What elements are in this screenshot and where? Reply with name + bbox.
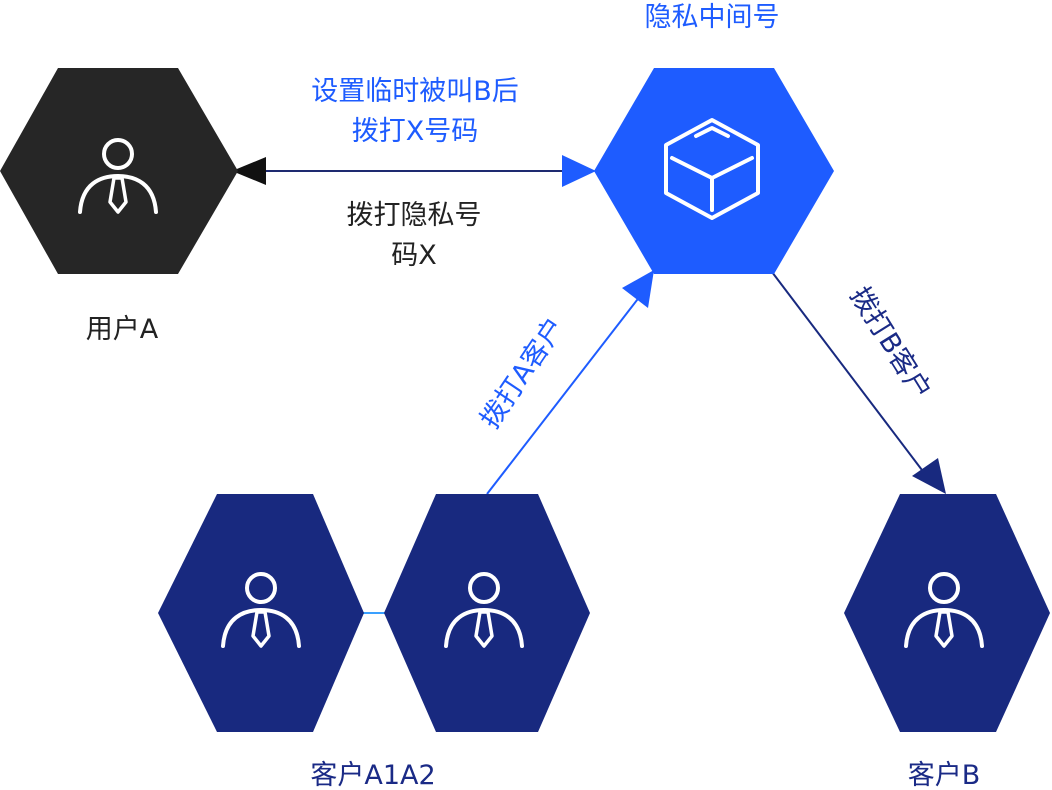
dial-customer-a-label: 拨打A客户 (475, 312, 571, 434)
set-and-dial-line2: 拨打X号码 (352, 116, 479, 147)
user-a-label: 用户A (86, 314, 159, 345)
customer-b-label: 客户B (908, 760, 981, 790)
cube-icon (664, 118, 760, 220)
dial-customer-b-label: 拨打B客户 (844, 282, 937, 406)
set-and-dial-line1: 设置临时被叫B后 (311, 76, 519, 107)
customer-a2-node[interactable] (384, 494, 590, 732)
dial-privacy-line2: 码X (391, 240, 437, 271)
arrowhead-customer-a-to-hub (622, 270, 654, 308)
customer-a-label: 客户A1A2 (310, 760, 435, 790)
customer-a1-node[interactable] (158, 494, 364, 732)
edge-hub-to-customer-b-line (771, 271, 929, 479)
privacy-hub-node[interactable] (594, 68, 834, 274)
arrowhead-to-hub (562, 155, 596, 187)
privacy-hub-hexagon (594, 68, 834, 274)
privacy-hub-label: 隐私中间号 (645, 2, 780, 33)
user-a-hexagon (0, 68, 238, 274)
edge-customer-a-to-hub-line (486, 290, 645, 495)
dial-privacy-line1: 拨打隐私号 (347, 200, 482, 231)
customer-b-node[interactable] (844, 494, 1050, 732)
arrowhead-hub-to-customer-b (912, 458, 946, 494)
arrowhead-to-user-a (232, 157, 266, 185)
user-a-node[interactable] (0, 68, 238, 274)
